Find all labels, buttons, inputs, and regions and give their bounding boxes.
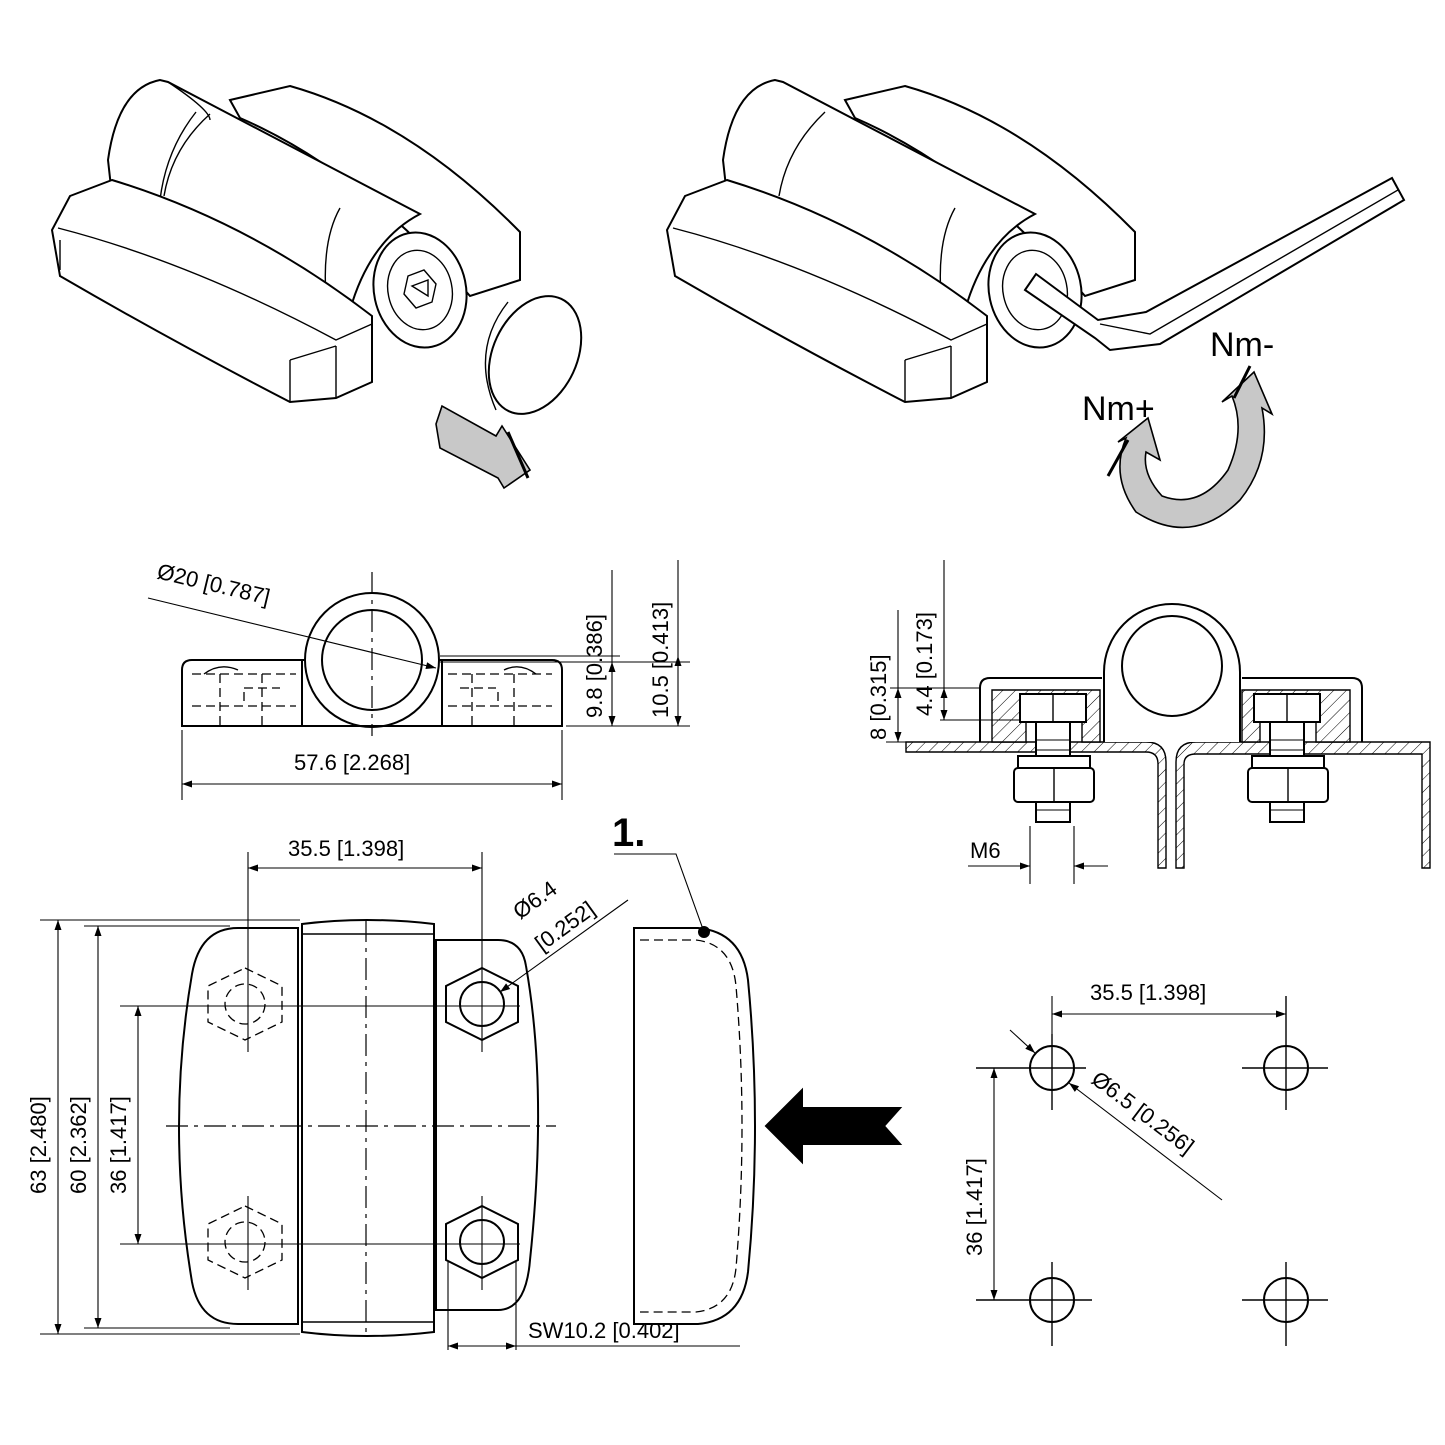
dim-height-36-left: 36 [1.417] xyxy=(106,1096,131,1194)
dim-spacing-35-5-pattern: 35.5 [1.398] xyxy=(1090,980,1206,1005)
assembly-arrow-icon xyxy=(764,1087,903,1165)
top-view: 35.5 [1.398] Ø6.4 [0.252] 63 [2.480] 60 … xyxy=(26,836,740,1350)
dim-height-60: 60 [2.362] xyxy=(66,1096,91,1194)
mounted-section-view: M6 8 [0.315] 4.4 [0.173] xyxy=(866,560,1431,884)
front-view: 57.6 [2.268] Ø20 [0.787] 9.8 [0.386] 10.… xyxy=(147,559,690,800)
dim-height-8: 8 [0.315] xyxy=(866,654,891,740)
iso-view-hex-key: Nm- Nm+ xyxy=(665,78,1406,529)
hidden-screw-top-left xyxy=(207,967,283,1041)
iso-view-cap-removed xyxy=(50,78,583,490)
hidden-screw-bottom-left xyxy=(207,1205,283,1279)
cap-side-view: 1. xyxy=(612,811,756,1325)
dim-height-10-5: 10.5 [0.413] xyxy=(648,602,673,718)
dim-height-4-4: 4.4 [0.173] xyxy=(912,612,937,716)
dim-hole-6-4: Ø6.4 xyxy=(508,876,561,924)
dim-height-36-pattern: 36 [1.417] xyxy=(962,1158,987,1256)
dim-height-63: 63 [2.480] xyxy=(26,1096,51,1194)
dim-width-57-6: 57.6 [2.268] xyxy=(294,750,410,775)
dim-hole-6-5: Ø6.5 [0.256] xyxy=(1087,1066,1199,1159)
label-torque-minus: Nm- xyxy=(1210,326,1274,364)
hole-pattern: 35.5 [1.398] Ø6.5 [0.256] 36 [1.417] xyxy=(962,980,1328,1346)
dim-height-9-8: 9.8 [0.386] xyxy=(582,614,607,718)
dim-thread-m6: M6 xyxy=(970,838,1001,863)
dim-spacing-35-5-top: 35.5 [1.398] xyxy=(288,836,404,861)
callout-1: 1. xyxy=(612,811,645,855)
label-torque-plus: Nm+ xyxy=(1082,390,1155,428)
dim-barrel-diameter: Ø20 [0.787] xyxy=(155,559,273,610)
